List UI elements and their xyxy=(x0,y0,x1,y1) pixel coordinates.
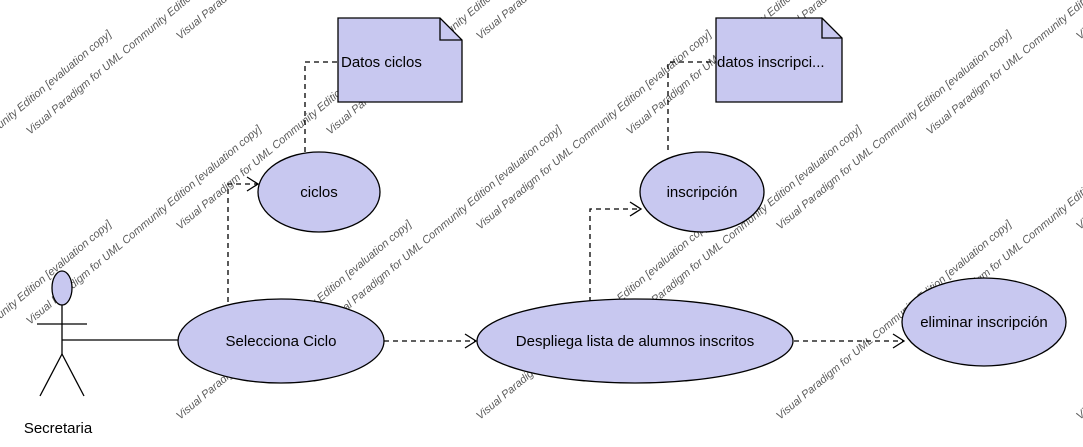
watermark-text-16: Visual Paradigm for UML Community Editio… xyxy=(624,123,864,327)
arrowhead-eliminar xyxy=(892,333,906,349)
watermark-text-15: Visual Paradigm for UML Community Editio… xyxy=(324,123,564,327)
note-anchor-datos-inscripcion xyxy=(667,61,716,150)
actor-left-leg xyxy=(39,353,63,397)
note-text-datos-inscripcion: datos inscripci... xyxy=(717,54,825,71)
arrowhead-inscripcion xyxy=(629,201,643,217)
arrowhead-despliega xyxy=(464,333,478,349)
use-case-label-ciclos: ciclos xyxy=(300,184,338,201)
use-case-selecciona-ciclo[interactable]: Selecciona Ciclo xyxy=(177,298,385,384)
note-datos-ciclos[interactable]: Datos ciclos xyxy=(337,17,463,103)
watermark-text-2: Visual Paradigm for UML Community Editio… xyxy=(474,0,714,42)
actor-right-leg xyxy=(61,353,85,397)
use-case-ciclos[interactable]: ciclos xyxy=(257,151,381,233)
use-case-label-inscripcion: inscripción xyxy=(667,184,738,201)
actor-secretaria[interactable] xyxy=(37,270,87,397)
use-case-label-despliega-lista: Despliega lista de alumnos inscritos xyxy=(516,333,754,350)
use-case-eliminar-inscripcion[interactable]: eliminar inscripción xyxy=(901,277,1067,367)
use-case-label-selecciona-ciclo: Selecciona Ciclo xyxy=(226,333,337,350)
dependency-despliega-inscripcion xyxy=(589,208,641,302)
watermark-text-9: Visual Paradigm for UML Community Editio… xyxy=(0,28,115,232)
note-anchor-datos-ciclos xyxy=(304,61,338,152)
use-case-inscripcion[interactable]: inscripción xyxy=(639,151,765,233)
note-datos-inscripcion[interactable]: datos inscripci... xyxy=(715,17,843,103)
connectors xyxy=(62,61,906,349)
arrowhead-ciclos xyxy=(246,176,260,192)
watermark-text-18: Visual Paradigm for UML Community Editio… xyxy=(0,218,115,422)
watermark-text-8: Visual Paradigm for UML Community Editio… xyxy=(924,0,1083,137)
actor-name: Secretaria xyxy=(24,420,93,437)
actor-head xyxy=(51,270,73,306)
watermark-text-22: Visual Paradigm for UML Community Editio… xyxy=(1074,218,1083,422)
note-text-datos-ciclos: Datos ciclos xyxy=(341,54,422,71)
use-case-despliega-lista[interactable]: Despliega lista de alumnos inscritos xyxy=(476,298,794,384)
use-case-label-eliminar-inscripcion: eliminar inscripción xyxy=(920,314,1048,331)
dependency-selecciona-ciclos xyxy=(227,183,258,302)
